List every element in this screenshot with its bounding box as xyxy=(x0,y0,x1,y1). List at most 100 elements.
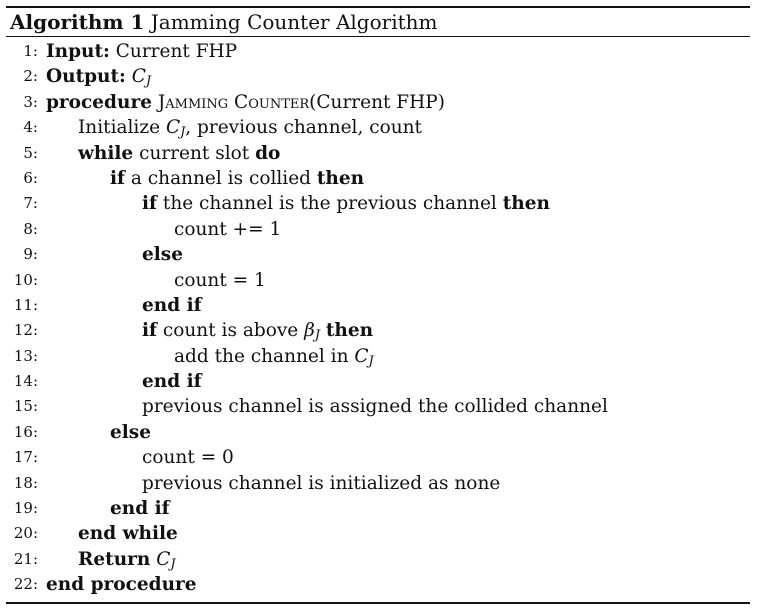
math-symbol: J xyxy=(170,557,176,573)
line-content: if the channel is the previous channel t… xyxy=(142,191,550,216)
keyword: procedure xyxy=(46,91,152,113)
line-number: 21: xyxy=(13,549,38,568)
line-number: 3: xyxy=(23,92,38,111)
line-number: 2: xyxy=(23,67,38,86)
keyword: then xyxy=(325,320,374,342)
algorithm-line: 19: end if xyxy=(6,496,750,521)
line-number: 18: xyxy=(13,473,38,492)
algorithm-line: 13:add the channel in CJ xyxy=(6,344,750,369)
algorithm-line: 5: while current slot do xyxy=(6,141,750,166)
math-symbol: C xyxy=(156,548,171,570)
line-content: add the channel in CJ xyxy=(174,344,374,375)
algorithm-line: 18: previous channel is initialized as no… xyxy=(6,471,750,496)
bottom-rule xyxy=(6,601,750,604)
keyword: end if xyxy=(142,371,202,393)
algorithm-caption: Algorithm 1 Jamming Counter Algorithm xyxy=(6,8,750,36)
keyword: if xyxy=(142,193,157,215)
keyword: then xyxy=(502,193,550,215)
algorithm-line: 11: end if xyxy=(6,293,750,318)
math-symbol: J xyxy=(145,74,152,90)
line-content: end if xyxy=(142,293,202,318)
caption-label: Algorithm 1 xyxy=(10,10,145,34)
line-text: count += 1 xyxy=(174,218,282,240)
line-text: , previous channel, count xyxy=(185,117,422,139)
caption-title: Jamming Counter Algorithm xyxy=(150,10,438,34)
line-number: 12: xyxy=(13,321,38,340)
math-symbol: C xyxy=(131,66,146,88)
algorithm-line: 15: previous channel is assigned the coll… xyxy=(6,394,750,419)
line-content: while current slot do xyxy=(78,141,280,166)
line-content: if a channel is collied then xyxy=(110,166,364,191)
algorithm-line: 8: count += 1 xyxy=(6,217,750,242)
keyword: else xyxy=(142,244,183,266)
caption-rule xyxy=(6,36,750,37)
line-text: (Current FHP) xyxy=(309,91,445,113)
line-text: Current FHP xyxy=(109,41,238,62)
line-text: the channel is the previous channel xyxy=(157,193,503,215)
algorithm-line: 17: count = 0 xyxy=(6,445,750,470)
keyword: end procedure xyxy=(46,574,197,596)
procedure-name: Jamming Counter xyxy=(157,91,310,113)
line-number: 19: xyxy=(13,499,38,518)
line-content: else xyxy=(142,242,183,267)
line-content: procedure Jamming Counter(Current FHP) xyxy=(46,90,445,115)
math-symbol: C xyxy=(354,345,369,367)
line-content: count = 0 xyxy=(142,445,234,470)
keyword: then xyxy=(316,167,365,189)
algorithm-line: 4:Initialize CJ, previous channel, count xyxy=(6,115,750,140)
line-content: end procedure xyxy=(46,572,197,597)
line-content: Initialize CJ, previous channel, count xyxy=(78,115,422,146)
algorithm-line: 6:if a channel is collied then xyxy=(6,166,750,191)
math-symbol: β xyxy=(304,320,315,342)
line-number: 17: xyxy=(13,448,38,467)
line-number: 9: xyxy=(23,245,38,264)
algorithm-line: 9: else xyxy=(6,242,750,267)
line-text: count is above xyxy=(157,320,305,342)
line-number: 22: xyxy=(13,575,38,594)
keyword: end if xyxy=(142,294,202,316)
algorithm-line: 16:else xyxy=(6,420,750,445)
keyword: Output: xyxy=(46,66,126,88)
line-text: current slot xyxy=(133,142,256,164)
algorithm-box: Algorithm 1 Jamming Counter Algorithm 1:… xyxy=(6,6,750,604)
keyword: if xyxy=(142,320,157,342)
line-content: end if xyxy=(142,369,202,394)
algorithm-line: 14: end if xyxy=(6,369,750,394)
algorithm-line: 10: count = 1 xyxy=(6,268,750,293)
line-number: 15: xyxy=(13,397,38,416)
line-number: 11: xyxy=(13,295,38,314)
line-content: count = 1 xyxy=(174,268,266,293)
keyword: Return xyxy=(78,548,151,570)
keyword: end while xyxy=(78,523,178,545)
line-number: 7: xyxy=(23,194,38,213)
keyword: end if xyxy=(110,498,170,520)
line-content: Output: CJ xyxy=(46,64,151,95)
line-number: 5: xyxy=(23,143,38,162)
line-content: previous channel is initialized as none xyxy=(142,471,500,496)
line-number: 8: xyxy=(23,219,38,238)
math-symbol: J xyxy=(180,125,186,141)
line-number: 14: xyxy=(13,372,38,391)
line-number: 10: xyxy=(13,270,38,289)
algorithm-line: 3: procedure Jamming Counter(Current FHP) xyxy=(6,90,750,115)
math-symbol: C xyxy=(165,117,181,139)
line-content: Return CJ xyxy=(78,547,176,578)
algorithm-line: 1: Input: Current FHP xyxy=(6,39,750,64)
algorithm-line: 22: end procedure xyxy=(6,572,750,597)
line-text: Initialize xyxy=(78,117,166,139)
keyword: do xyxy=(255,142,281,164)
line-number: 1: xyxy=(23,42,38,60)
line-text: count = 0 xyxy=(142,447,234,469)
line-text: previous channel is initialized as none xyxy=(142,472,501,494)
keyword: if xyxy=(110,167,125,189)
line-content: end if xyxy=(110,496,170,521)
line-number: 13: xyxy=(13,346,38,365)
line-content: if count is above βJ then xyxy=(142,318,373,349)
line-content: count += 1 xyxy=(174,217,281,242)
line-content: else xyxy=(110,420,151,445)
keyword: while xyxy=(78,142,134,164)
line-text: previous channel is assigned the collide… xyxy=(142,396,608,418)
keyword: Input: xyxy=(46,41,110,62)
top-rule xyxy=(6,6,750,8)
